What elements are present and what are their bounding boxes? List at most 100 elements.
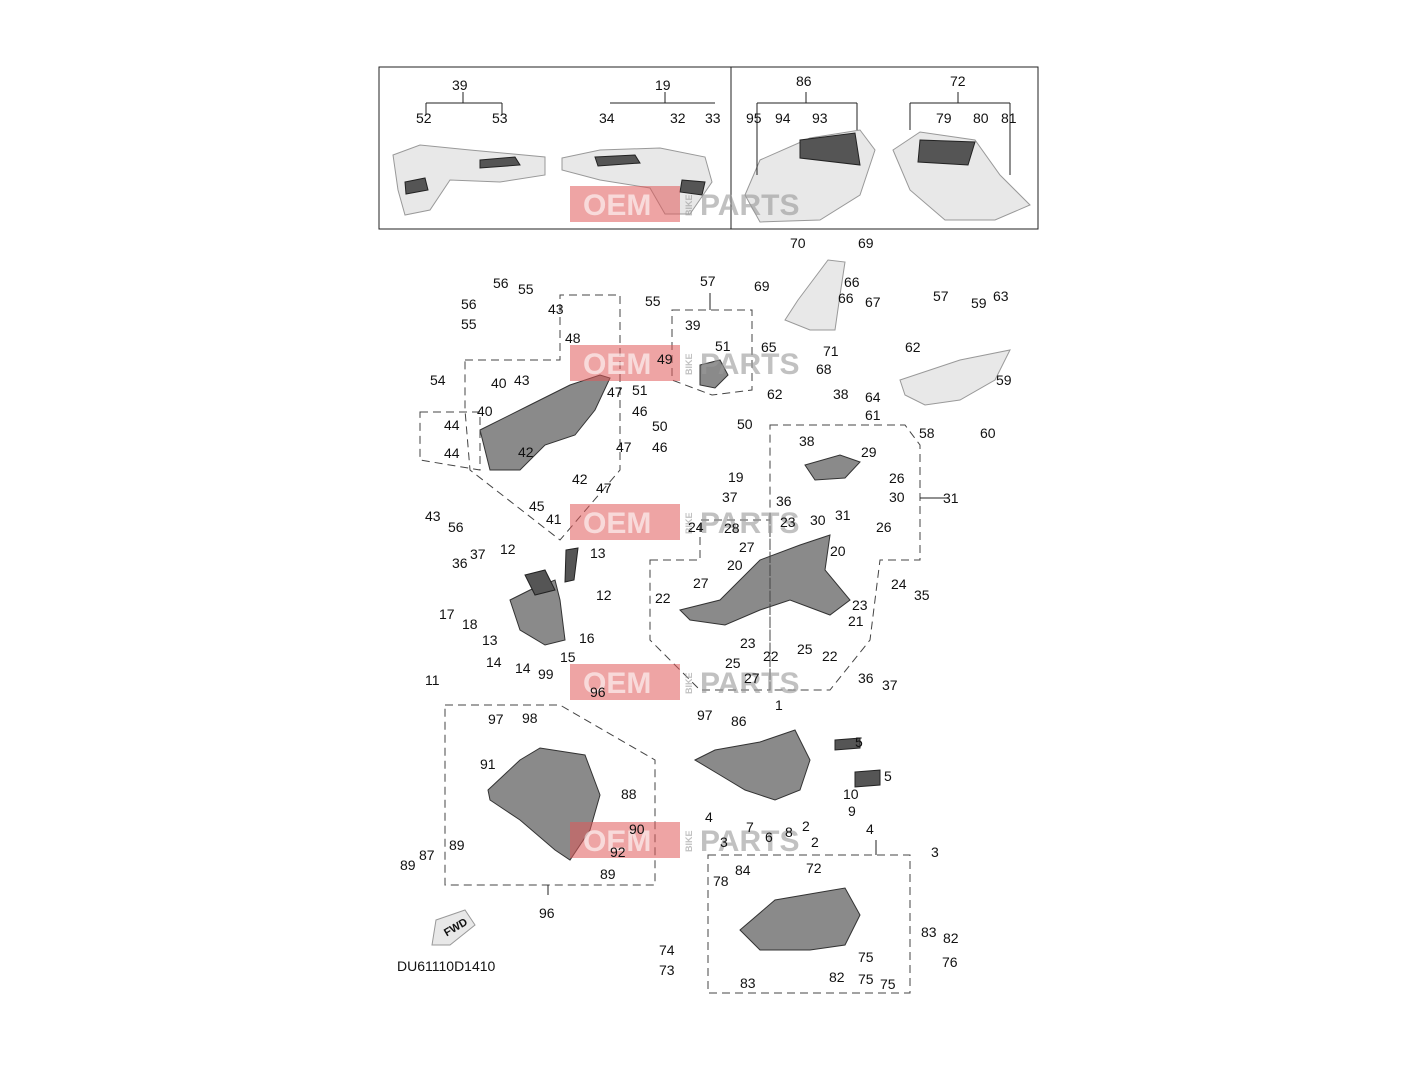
callout-label: 89 [449, 837, 465, 853]
callout-label: 92 [610, 844, 626, 860]
group-outline-upper-left [464, 294, 621, 541]
group-outline-35 [649, 519, 771, 691]
callout-label: 30 [810, 512, 826, 528]
callout-label: 12 [500, 541, 516, 557]
callout-label: 18 [462, 616, 478, 632]
decal-53 [479, 156, 521, 169]
watermark-oem: OEM [583, 507, 651, 540]
callout-label: 41 [546, 511, 562, 527]
callout-label: 66 [838, 290, 854, 306]
group-outline-19 [769, 424, 921, 691]
part-9 [854, 769, 881, 788]
callout-label: 44 [444, 417, 460, 433]
watermark-oem: OEM [583, 667, 651, 700]
callout-label: 23 [740, 635, 756, 651]
watermark-parts: PARTS [700, 189, 799, 222]
callout-label: 30 [889, 489, 905, 505]
watermark-bike: BIKE [684, 672, 694, 694]
callout-label: 82 [943, 930, 959, 946]
callout-label: 26 [889, 470, 905, 486]
callout-label: 68 [816, 361, 832, 377]
inset-callout-label: 79 [936, 110, 952, 126]
callout-label: 38 [799, 433, 815, 449]
callout-label: 72 [806, 860, 822, 876]
callout-label: 82 [829, 969, 845, 985]
callout-label: 91 [480, 756, 496, 772]
callout-label: 29 [861, 444, 877, 460]
callout-label: 45 [529, 498, 545, 514]
diagram-code: DU61110D1410 [397, 958, 496, 974]
inset-callout-label: 95 [746, 110, 762, 126]
inset-callout-label: 93 [812, 110, 828, 126]
part-17-stay [524, 569, 556, 596]
callout-label: 58 [919, 425, 935, 441]
decal-52 [404, 177, 429, 195]
callout-label: 2 [802, 818, 810, 834]
part-72-lower-cowl [739, 887, 861, 951]
callout-label: 96 [539, 905, 555, 921]
callout-label: 42 [572, 471, 588, 487]
callout-label: 2 [811, 834, 819, 850]
watermark-oem: OEM [583, 348, 651, 381]
callout-label: 87 [419, 847, 435, 863]
callout-label: 4 [705, 809, 713, 825]
callout-label: 61 [865, 407, 881, 423]
callout-label: 15 [560, 649, 576, 665]
callout-label: 37 [882, 677, 898, 693]
part-18 [564, 547, 579, 583]
watermark-oem: OEM [583, 825, 651, 858]
callout-label: 71 [823, 343, 839, 359]
callout-label: 56 [493, 275, 509, 291]
callout-label: 84 [735, 862, 751, 878]
callout-label: 73 [659, 962, 675, 978]
callout-label: 23 [780, 514, 796, 530]
inset-callout-label: 53 [492, 110, 508, 126]
callout-label: 25 [797, 641, 813, 657]
part-29-bracket [804, 454, 861, 481]
callout-label: 60 [980, 425, 996, 441]
callout-label: 83 [740, 975, 756, 991]
watermark-box [570, 345, 680, 381]
part-main-side-panel [679, 534, 851, 626]
watermark-parts: PARTS [700, 507, 799, 540]
callout-label: 48 [565, 330, 581, 346]
part-inner-left-panel [479, 374, 611, 471]
part-49-bracket [699, 359, 729, 389]
callout-label: 19 [728, 469, 744, 485]
callout-label: 50 [652, 418, 668, 434]
callout-label: 76 [942, 954, 958, 970]
callout-label: 7 [746, 819, 754, 835]
inset-callout-label: 19 [655, 77, 671, 93]
watermark-box [570, 504, 680, 540]
inset-callout-label: 81 [1001, 110, 1017, 126]
inset-callout-label: 52 [416, 110, 432, 126]
callout-label: 36 [858, 670, 874, 686]
callout-label: 88 [621, 786, 637, 802]
callout-label: 37 [470, 546, 486, 562]
callout-label: 14 [515, 660, 531, 676]
callout-label: 75 [858, 949, 874, 965]
callout-label: 37 [722, 489, 738, 505]
inset-callout-label: 94 [775, 110, 791, 126]
callout-label: 5 [884, 768, 892, 784]
callout-label: 27 [744, 670, 760, 686]
callout-label: 63 [993, 288, 1009, 304]
callout-label: 57 [700, 273, 716, 289]
callout-label: 55 [461, 316, 477, 332]
callout-label: 75 [858, 971, 874, 987]
callout-label: 47 [596, 480, 612, 496]
callout-label: 98 [522, 710, 538, 726]
callout-label: 69 [754, 278, 770, 294]
callout-label: 66 [844, 274, 860, 290]
part-58-panel [899, 349, 1011, 406]
callout-label: 40 [491, 375, 507, 391]
callout-label: 90 [629, 821, 645, 837]
callout-label: 64 [865, 389, 881, 405]
inset-callout-label: 72 [950, 73, 966, 89]
callout-label: 56 [461, 296, 477, 312]
inset-callout-label: 33 [705, 110, 721, 126]
callout-label: 27 [739, 539, 755, 555]
callout-label: 22 [822, 648, 838, 664]
